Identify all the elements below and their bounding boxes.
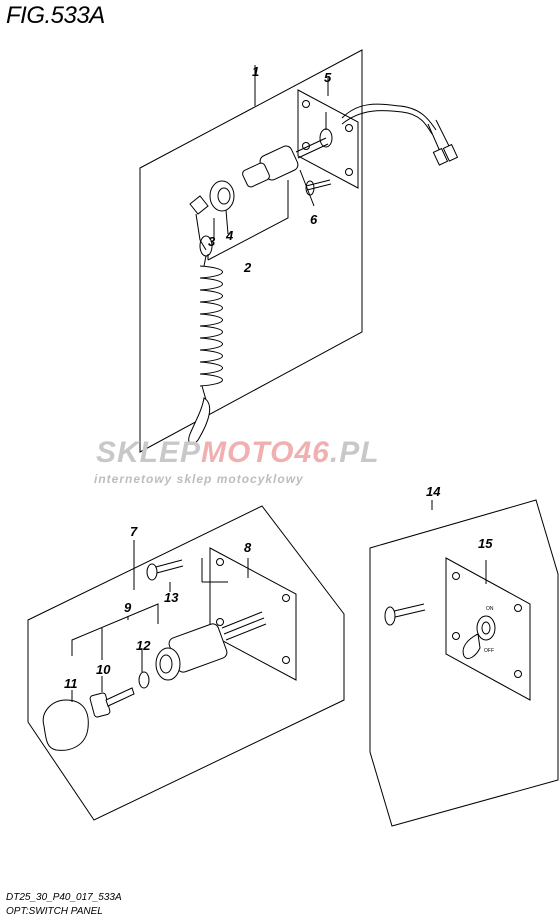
panel-plate-8 bbox=[201, 547, 297, 681]
wire-harness bbox=[341, 103, 459, 166]
part-label-3: 3 bbox=[208, 234, 216, 249]
group-7-frame bbox=[27, 505, 345, 821]
part-label-4: 4 bbox=[225, 228, 234, 243]
part-label-1: 1 bbox=[252, 64, 259, 79]
screw-13 bbox=[146, 559, 184, 581]
part-label-11: 11 bbox=[64, 676, 78, 691]
screw-6 bbox=[305, 179, 332, 196]
switch-off-label: OFF bbox=[484, 648, 494, 654]
panel-plate-15 bbox=[445, 557, 531, 701]
group-2-bracket bbox=[207, 180, 289, 261]
part-label-10: 10 bbox=[96, 662, 111, 677]
part-label-8: 8 bbox=[244, 540, 252, 555]
panel-plate-5 bbox=[297, 89, 359, 189]
o-ring-12 bbox=[138, 671, 150, 689]
lanyard-hook bbox=[188, 397, 211, 445]
group-1-frame bbox=[139, 49, 363, 453]
part-label-9: 9 bbox=[124, 600, 132, 615]
part-label-13: 13 bbox=[164, 590, 179, 605]
part-label-12: 12 bbox=[136, 638, 151, 653]
key-cap-11 bbox=[42, 699, 89, 751]
part-label-14: 14 bbox=[426, 484, 441, 499]
part-label-6: 6 bbox=[310, 212, 318, 227]
group-9-bracket bbox=[71, 603, 159, 656]
group-14-frame bbox=[369, 499, 559, 827]
part-label-15: 15 bbox=[478, 536, 493, 551]
figure-title: FIG.533A bbox=[6, 2, 105, 29]
watermark-brand: SKLEPMOTO46.PL bbox=[96, 436, 380, 469]
part-label-7: 7 bbox=[130, 524, 138, 539]
panel-name: OPT:SWITCH PANEL bbox=[6, 906, 103, 917]
switch-on-label: ON bbox=[486, 606, 494, 612]
part-label-2: 2 bbox=[243, 260, 252, 275]
figure-code: DT25_30_P40_017_533A bbox=[6, 892, 122, 903]
screw-group-14 bbox=[384, 603, 426, 626]
watermark-tagline: internetowy sklep motocyklowy bbox=[94, 472, 304, 486]
lanyard-coil bbox=[188, 255, 223, 445]
nut-4 bbox=[209, 180, 235, 212]
key-10 bbox=[89, 687, 135, 718]
key-switch-body bbox=[155, 611, 267, 681]
stop-switch-body bbox=[242, 137, 329, 188]
part-label-5: 5 bbox=[324, 70, 332, 85]
